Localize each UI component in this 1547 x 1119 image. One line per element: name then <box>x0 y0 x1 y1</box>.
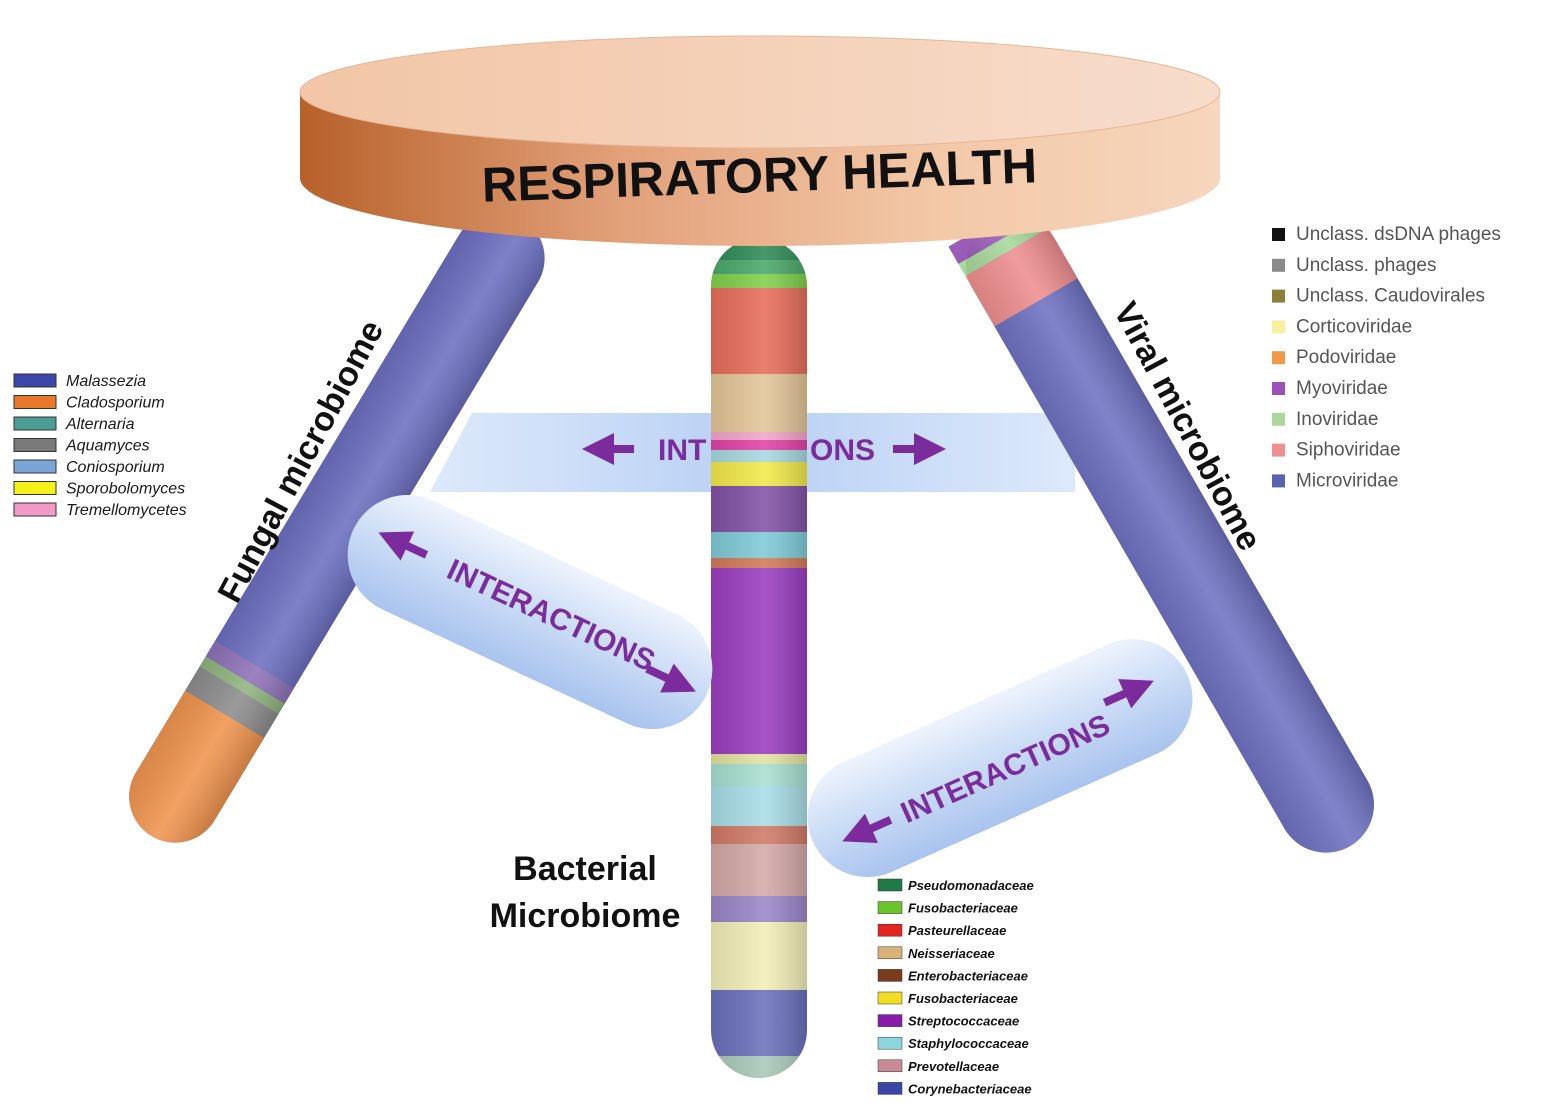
legend-label: Enterobacteriaceae <box>908 968 1028 983</box>
legend-swatch <box>13 481 57 495</box>
stool-seat: RESPIRATORY HEALTH <box>299 35 1221 246</box>
legend-swatch <box>13 502 57 517</box>
legend-swatch <box>1272 412 1285 426</box>
legend-swatch <box>13 438 57 452</box>
legend-label: Fusobacteriaceae <box>908 991 1018 1006</box>
legend-label: Malassezia <box>66 373 146 390</box>
legend-swatch <box>1272 228 1285 241</box>
legend-label: Prevotellaceae <box>908 1059 999 1074</box>
legend-swatch <box>1272 258 1285 272</box>
legend-swatch <box>877 1014 903 1027</box>
interactions-label-top-left: INT <box>658 434 706 467</box>
bacterial-leg-label-line2: Microbiome <box>490 897 681 935</box>
legend-label: Streptococcaceae <box>908 1014 1019 1029</box>
legend-label: Unclass. dsDNA phages <box>1296 224 1501 245</box>
legend-label: Corticoviridae <box>1296 316 1412 337</box>
legend-swatch <box>877 1036 903 1050</box>
legend-swatch <box>13 373 57 388</box>
legend-label: Inoviridae <box>1296 409 1378 430</box>
fungal-leg <box>129 212 545 843</box>
legend-label: Corynebacteriaceae <box>908 1081 1032 1096</box>
legend-label: Sporobolomyces <box>66 481 185 498</box>
legend-label: Pasteurellaceae <box>908 923 1006 938</box>
legend-label: Unclass. phages <box>1296 255 1436 276</box>
viral-leg <box>948 198 1374 853</box>
arrow-left-icon <box>842 813 893 843</box>
legend-swatch <box>877 1059 903 1073</box>
legend-swatch <box>1272 474 1285 488</box>
legend-label: Fusobacteriaceae <box>908 901 1018 916</box>
legend-swatch <box>877 1082 903 1095</box>
bacterial-legend: PseudomonadaceaeFusobacteriaceaePasteure… <box>877 878 1034 1096</box>
bacterial-leg <box>711 238 807 1078</box>
arrow-left-icon <box>378 531 429 561</box>
legend-swatch <box>1272 382 1285 395</box>
arrow-right-icon <box>645 663 696 693</box>
legend-label: Staphylococcaceae <box>908 1036 1029 1051</box>
interactions-label-top-right: ONS <box>810 434 875 467</box>
legend-label: Unclass. Caudovirales <box>1296 286 1485 307</box>
legend-label: Tremellomycetes <box>66 502 187 519</box>
legend-swatch <box>877 946 903 960</box>
legend-swatch <box>877 901 903 914</box>
legend-swatch <box>877 878 903 892</box>
legend-swatch <box>1272 320 1285 334</box>
legend-label: Cladosporium <box>66 395 165 412</box>
legend-label: Microviridae <box>1296 470 1398 491</box>
legend-label: Coniosporium <box>66 459 165 476</box>
legend-swatch <box>1272 289 1285 303</box>
legend-swatch <box>13 459 57 474</box>
legend-label: Siphoviridae <box>1296 440 1401 461</box>
legend-label: Aquamyces <box>65 438 150 455</box>
legend-swatch <box>877 969 903 982</box>
bacterial-leg-label-line1: Bacterial <box>513 850 657 888</box>
legend-swatch <box>877 991 903 1005</box>
legend-label: Alternaria <box>65 416 135 433</box>
legend-swatch <box>877 923 903 937</box>
legend-label: Myoviridae <box>1296 378 1388 399</box>
legend-swatch <box>1272 351 1285 365</box>
legend-label: Pseudomonadaceae <box>908 878 1034 893</box>
fungal-legend: MalasseziaCladosporiumAlternariaAquamyce… <box>13 373 187 519</box>
arrow-right-icon <box>1102 679 1154 709</box>
legend-label: Neisseriaceae <box>908 946 995 961</box>
interactions-band-left: INTERACTIONS <box>347 494 713 730</box>
interactions-top-group: INT ONS <box>582 433 946 467</box>
interactions-band-right: INTERACTIONS <box>807 639 1193 877</box>
legend-swatch <box>13 416 57 431</box>
legend-swatch <box>13 395 57 409</box>
legend-swatch <box>1272 443 1285 457</box>
legend-label: Podoviridae <box>1296 347 1396 368</box>
